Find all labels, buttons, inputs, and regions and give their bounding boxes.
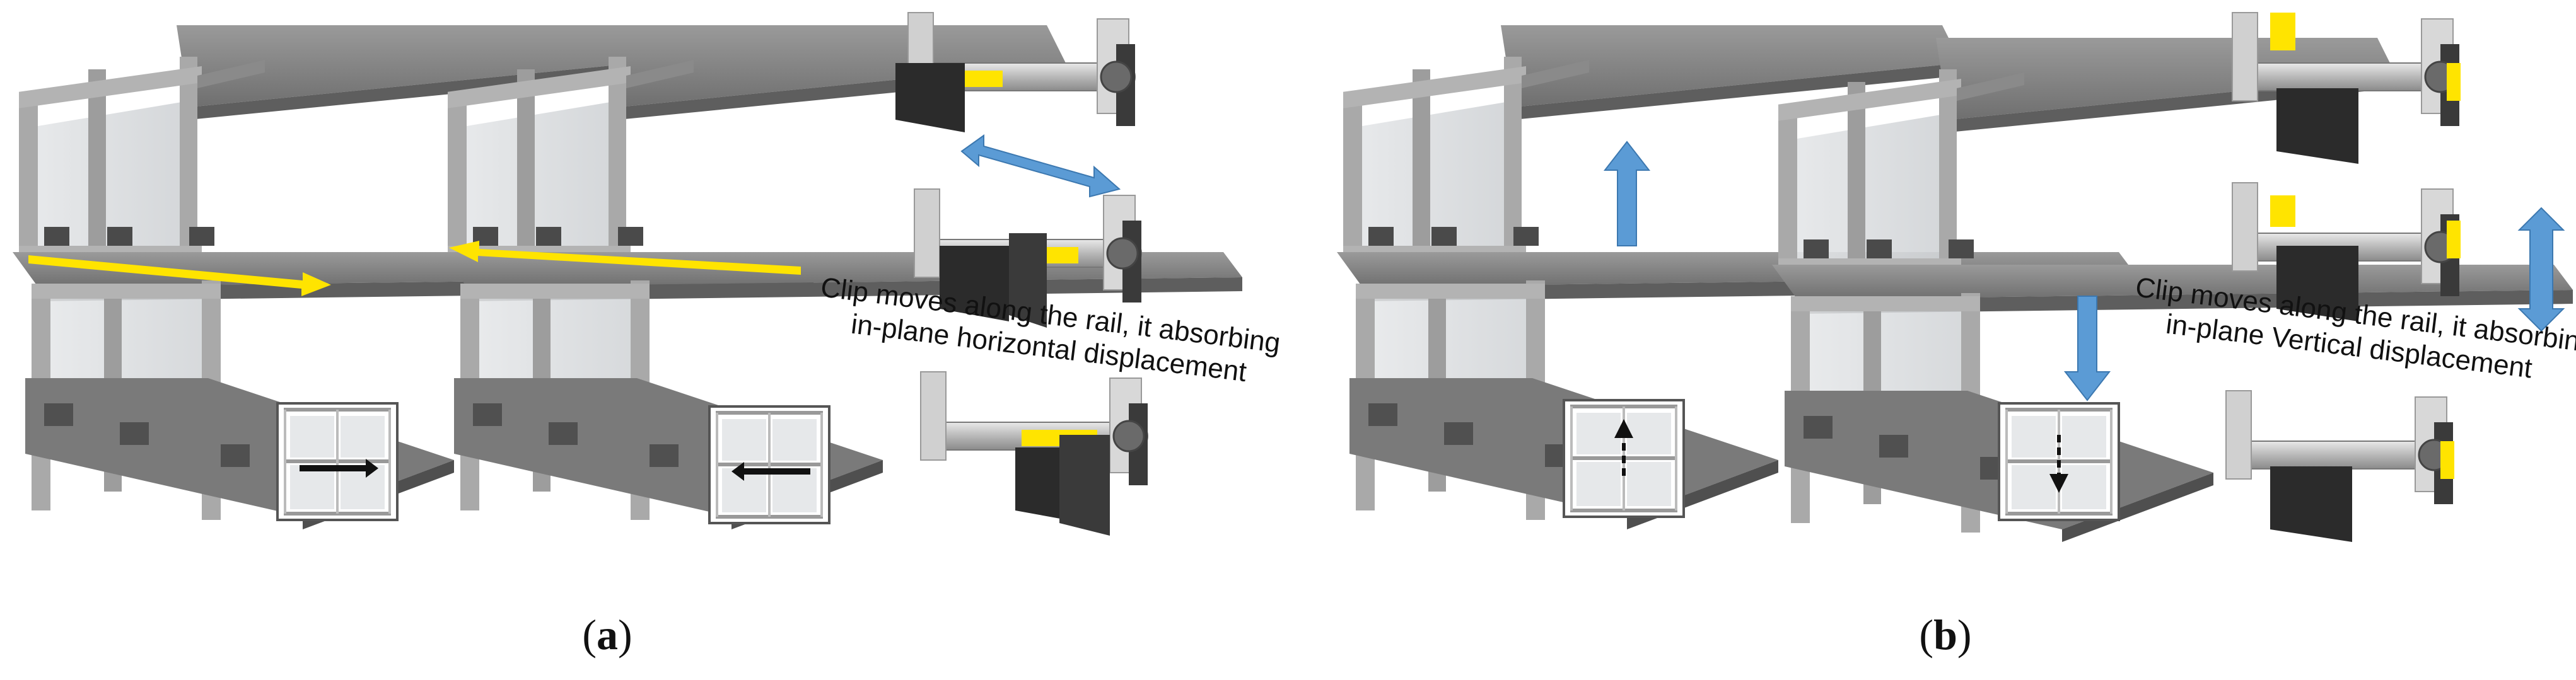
blue-double-arrow xyxy=(960,134,1121,198)
blue-down-arrow xyxy=(2063,296,2111,401)
yellow-arrow xyxy=(28,255,331,296)
movement-inset-icon xyxy=(277,403,397,520)
panel-a-diagram: Clip moves along the rail, it absorbing … xyxy=(13,11,1282,536)
yellow-arrow xyxy=(449,241,801,275)
caption-letter: b xyxy=(1933,611,1957,659)
caption-letter: a xyxy=(597,611,618,659)
blue-up-arrow xyxy=(1603,141,1651,246)
panel-b-diagram: Clip moves along the rail, it absorbing … xyxy=(1337,11,2576,542)
movement-inset-icon xyxy=(709,406,829,523)
blue-double-arrow xyxy=(2517,207,2565,332)
panel-a-caption: (a) xyxy=(582,611,632,659)
panel-b-caption: (b) xyxy=(1919,611,1971,659)
